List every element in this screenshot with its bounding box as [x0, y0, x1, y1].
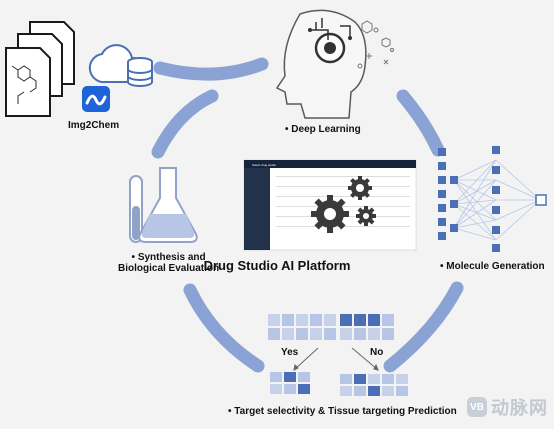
synthesis-line2: Biological Evaluation: [118, 263, 220, 274]
input-matrix: [268, 314, 394, 340]
molecule-structure-icon: [11, 65, 37, 104]
bullet: •: [285, 124, 289, 135]
synthesis-line1: • Synthesis and: [131, 252, 206, 263]
gears-icon: [311, 176, 376, 233]
synthesis-label: • Synthesis and Biological Evaluation: [118, 252, 219, 274]
watermark-text: 动脉网: [491, 398, 548, 418]
documents-icon: [5, 21, 75, 117]
watermark: VB 动脉网: [467, 394, 548, 420]
output-matrix-no: [340, 374, 408, 396]
decision-arrows: [293, 347, 379, 371]
deep-learning-label: • Deep Learning: [285, 124, 361, 135]
watermark-logo-icon: VB: [467, 397, 487, 417]
neural-network-icon: [438, 146, 547, 252]
cycle-arc-bottom-left: [183, 283, 265, 373]
cycle-arc-right: [383, 281, 464, 373]
molecule-generation-text: Molecule Generation: [446, 261, 545, 272]
bullet: •: [228, 406, 232, 417]
platform-title: Drug Studio AI Platform: [203, 258, 351, 273]
chemistry-symbols-icon: [357, 20, 394, 69]
cloud-database-icon: [88, 44, 153, 87]
robot-head-icon: [275, 9, 367, 119]
img2chem-label: Img2Chem: [68, 120, 120, 131]
img2chem-logo-icon: [82, 86, 110, 112]
platform-screenshot: Select drug studio: [243, 159, 417, 251]
molecule-generation-label: • Molecule Generation: [440, 261, 545, 272]
cycle-arc-left: [151, 89, 219, 159]
flask-test-tubes-icon: [129, 167, 198, 243]
bullet: •: [440, 261, 444, 272]
target-selectivity-text: Target selectivity & Tissue targeting Pr…: [234, 406, 457, 417]
deep-learning-text: Deep Learning: [291, 124, 361, 135]
cycle-ring: [151, 57, 464, 373]
cycle-arc-top-right: [396, 89, 445, 157]
no-label: No: [370, 347, 384, 358]
target-selectivity-label: • Target selectivity & Tissue targeting …: [228, 406, 457, 417]
cycle-arc-top-left: [153, 57, 269, 81]
output-matrix-yes: [270, 372, 310, 394]
yes-label: Yes: [281, 347, 299, 358]
screen-window-title: Select drug studio: [252, 163, 276, 167]
